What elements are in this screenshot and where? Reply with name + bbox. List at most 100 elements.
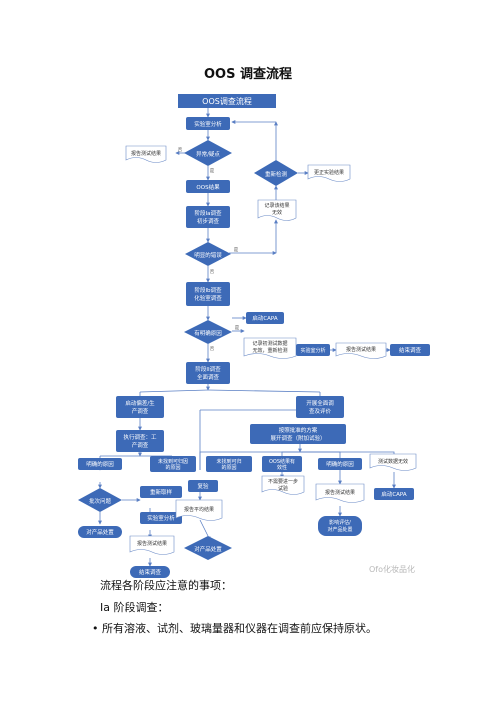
box-close-inv-2	[130, 566, 170, 578]
svg-text:的原因: 的原因	[221, 464, 236, 471]
svg-text:产调查: 产调查	[132, 407, 149, 415]
svg-text:报告测试结果: 报告测试结果	[346, 346, 376, 353]
doc-test-data-invalid	[369, 453, 417, 471]
svg-text:试验: 试验	[278, 485, 288, 492]
svg-text:结束调查: 结束调查	[399, 346, 422, 354]
svg-text:报告测试结果: 报告测试结果	[131, 150, 161, 157]
doc-report-mean	[175, 499, 223, 521]
svg-text:全面调查: 全面调查	[197, 373, 220, 381]
svg-text:报告测试结果: 报告测试结果	[325, 489, 355, 496]
doc-report-result-4	[315, 483, 365, 503]
svg-text:启动CAPA: 启动CAPA	[252, 314, 278, 322]
svg-text:是: 是	[234, 247, 239, 253]
svg-text:明确的原因: 明确的原因	[326, 460, 354, 468]
box-phase-ia	[186, 206, 230, 228]
svg-text:化验室调查: 化验室调查	[194, 294, 222, 302]
box-start-inv-right	[296, 396, 344, 418]
doc-record-invalid	[257, 199, 297, 221]
diamond-confirm-error	[185, 242, 231, 266]
flow-header-text: OOS调查流程	[202, 96, 252, 106]
svg-text:是: 是	[235, 325, 240, 331]
svg-text:否: 否	[210, 346, 215, 352]
svg-text:重新取样: 重新取样	[150, 488, 173, 496]
box-unclear-root-2	[206, 456, 252, 472]
svg-text:展开调查（附加试验）: 展开调查（附加试验）	[270, 434, 325, 442]
diamond-batch-issue	[78, 488, 122, 512]
doc-no-more-test	[261, 475, 305, 495]
box-product-disposal-1	[78, 526, 122, 538]
box-close-inv-1	[390, 344, 430, 356]
flow-header	[178, 94, 276, 108]
diamond-suspicious	[184, 140, 232, 166]
svg-text:无效，重新检测: 无效，重新检测	[252, 347, 287, 354]
box-unclear-root-1	[150, 456, 196, 472]
diamond-root-cause	[184, 320, 232, 344]
svg-text:异常/疑点: 异常/疑点	[196, 150, 220, 158]
svg-text:的原因: 的原因	[165, 464, 180, 471]
svg-text:否: 否	[210, 269, 215, 275]
svg-text:产调查: 产调查	[132, 441, 149, 449]
svg-text:报告测试结果: 报告测试结果	[137, 540, 167, 547]
svg-text:无效: 无效	[272, 209, 282, 216]
doc-report-result-3	[129, 535, 175, 555]
svg-text:重新检测: 重新检测	[265, 170, 288, 178]
svg-text:记录该结果: 记录该结果	[264, 202, 289, 209]
svg-text:对产品处置: 对产品处置	[327, 526, 352, 533]
svg-text:结束调查: 结束调查	[139, 568, 162, 576]
svg-text:不需要进一步: 不需要进一步	[268, 478, 298, 485]
svg-text:报告平均结果: 报告平均结果	[184, 506, 214, 513]
svg-text:实验室分析: 实验室分析	[147, 514, 175, 522]
box-impact-assess	[318, 516, 362, 536]
svg-text:记录初测试数据: 记录初测试数据	[252, 340, 287, 347]
svg-text:阶段Ia调查: 阶段Ia调查	[195, 209, 222, 217]
svg-text:执行调查：工: 执行调查：工	[123, 433, 157, 441]
doc-record-invalid-2	[243, 337, 297, 359]
svg-text:是: 是	[210, 168, 215, 174]
page-title: OOS 调查流程	[204, 67, 292, 82]
doc-replace-result	[307, 164, 351, 182]
box-lab-analysis-3	[140, 512, 182, 524]
box-start-capa-2	[374, 488, 414, 500]
svg-text:对产品处置: 对产品处置	[194, 545, 222, 553]
box-exec-inv	[116, 430, 164, 452]
box-oos-confirm	[262, 456, 302, 472]
svg-text:明确的原因: 明确的原因	[86, 460, 114, 468]
svg-text:开展全面调: 开展全面调	[306, 399, 334, 407]
doc-report-result-2	[335, 342, 387, 359]
diamond-retest	[254, 160, 298, 186]
svg-text:按照批准的方案: 按照批准的方案	[279, 426, 318, 434]
box-start-inv-left	[116, 396, 164, 418]
svg-text:否: 否	[178, 147, 183, 153]
svg-text:复验: 复验	[197, 482, 209, 490]
box-start-capa-1	[246, 312, 284, 324]
svg-text:实验室分析: 实验室分析	[300, 347, 325, 354]
svg-text:OOS结果有: OOS结果有	[269, 458, 295, 465]
box-phase-ii	[186, 362, 230, 384]
watermark: Ofo化妆品化	[369, 564, 415, 574]
svg-text:更正实验结果: 更正实验结果	[314, 169, 344, 176]
svg-text:测试数据无效: 测试数据无效	[378, 458, 408, 465]
box-lab-analysis-1	[186, 117, 230, 130]
svg-text:查及评价: 查及评价	[309, 407, 332, 415]
box-clear-root-2	[318, 458, 362, 470]
svg-text:阶段II调查: 阶段II调查	[195, 365, 221, 373]
phase-ia-heading: Ia 阶段调查：	[100, 601, 169, 614]
svg-text:启动偏差/生: 启动偏差/生	[125, 399, 155, 407]
box-retest-plan	[250, 424, 346, 444]
notes-heading: 流程各阶段应注意的事项：	[100, 579, 232, 592]
box-clear-root	[78, 458, 122, 470]
svg-text:对产品处置: 对产品处置	[86, 528, 114, 536]
svg-text:OOS结果: OOS结果	[196, 183, 220, 191]
svg-text:效性: 效性	[277, 464, 287, 471]
box-resample	[188, 480, 218, 492]
diamond-product-disposal	[184, 536, 232, 560]
svg-text:初步调查: 初步调查	[197, 217, 220, 225]
svg-text:启动CAPA: 启动CAPA	[381, 490, 407, 498]
svg-text:明显的错误: 明显的错误	[194, 251, 222, 259]
box-phase-ib	[186, 282, 230, 306]
svg-text:阶段Ib调查: 阶段Ib调查	[194, 286, 222, 294]
svg-text:批次问题: 批次问题	[89, 497, 112, 505]
svg-text:实验室分析: 实验室分析	[194, 120, 222, 128]
svg-text:未找到可归因: 未找到可归因	[158, 458, 188, 465]
